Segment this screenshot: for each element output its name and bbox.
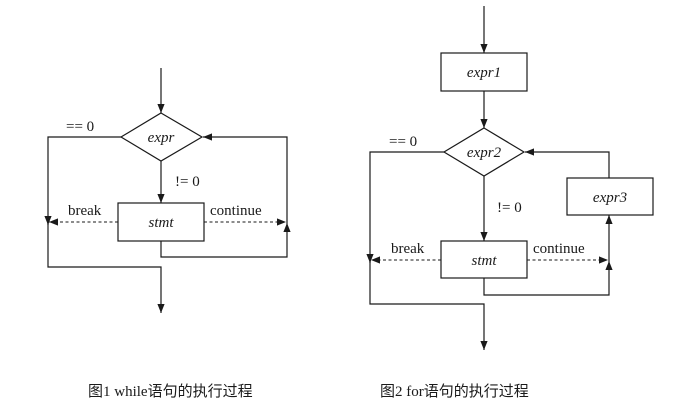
- figure2-caption: 图2 for语句的执行过程: [380, 383, 529, 400]
- continue-label: continue: [533, 241, 585, 257]
- init-box: [440, 52, 528, 92]
- false-label: == 0: [389, 134, 417, 150]
- false-branch-line: [44, 136, 121, 225]
- exit-arrow: [47, 222, 165, 313]
- loop-return-line: [483, 261, 613, 296]
- continue-label: continue: [210, 203, 262, 219]
- figure1-while: expr == 0 != 0 stmt break continue 图1 wh…: [44, 68, 291, 400]
- true-label: != 0: [497, 200, 522, 216]
- loop-back-arrow: [525, 148, 610, 178]
- figure2-for: expr1 expr2 == 0 != 0 stmt break continu…: [366, 6, 654, 400]
- break-label: break: [68, 203, 102, 219]
- init-label: expr1: [467, 65, 501, 81]
- loop-return-line: [160, 223, 291, 258]
- figure1-caption: 图1 while语句的执行过程: [88, 383, 253, 400]
- false-branch-line: [366, 151, 444, 263]
- body-label: stmt: [148, 215, 174, 231]
- true-label: != 0: [175, 174, 200, 190]
- break-label: break: [391, 241, 425, 257]
- condition-label: expr2: [467, 145, 502, 161]
- body-label: stmt: [471, 253, 497, 269]
- update-box: [566, 177, 654, 216]
- false-label: == 0: [66, 119, 94, 135]
- loop-back-arrow: [203, 133, 288, 223]
- exit-arrow: [369, 260, 488, 350]
- update-label: expr3: [593, 190, 627, 206]
- condition-label: expr: [148, 130, 175, 146]
